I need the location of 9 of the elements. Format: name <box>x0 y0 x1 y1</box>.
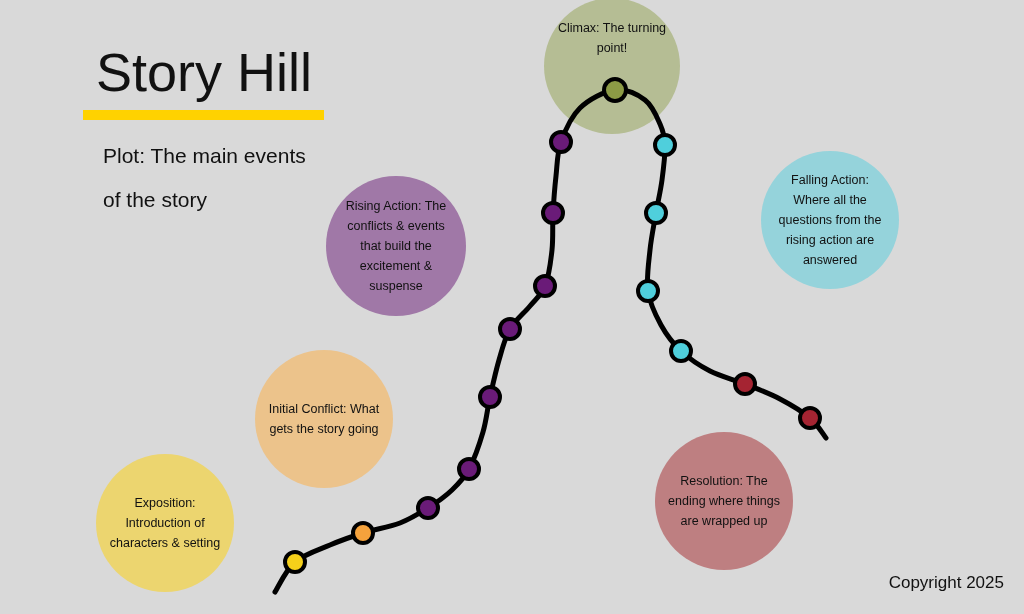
stage-text: Resolution: The ending where things are wrapped up <box>667 473 781 530</box>
stage-text: Exposition: Introduction of characters & setting <box>109 495 221 552</box>
subtitle-text: Plot: The main events of the story <box>103 143 307 213</box>
stage-text: Climax: The turning point! <box>556 20 668 57</box>
stage-text: Rising Action: The conflicts & events that build the excitement & suspense <box>344 198 448 295</box>
copyright-text: Copyright 2025 <box>888 572 1004 594</box>
title: Story Hill <box>96 41 313 104</box>
stage-text: Initial Conflict: What gets the story going <box>268 401 380 438</box>
stage-text: Falling Action: Where all the questions from the rising action are answered <box>777 172 883 269</box>
